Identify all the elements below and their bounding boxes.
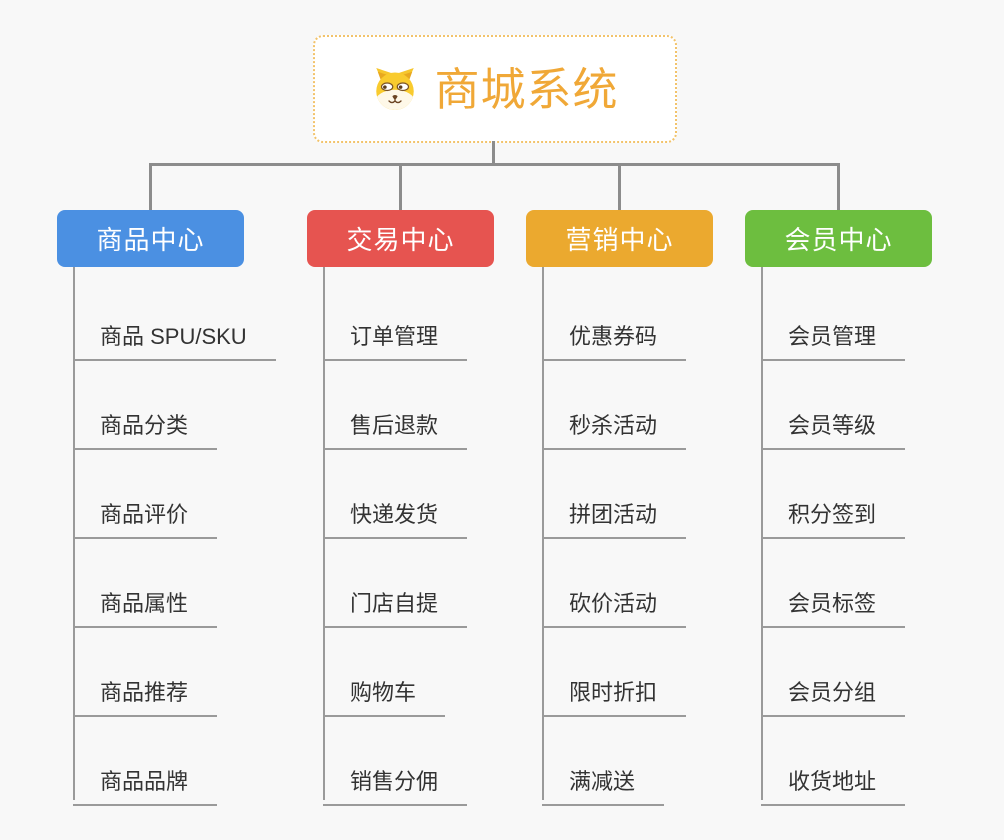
- leaf-node[interactable]: 优惠券码: [542, 303, 687, 361]
- leaf-node[interactable]: 积分签到: [761, 481, 906, 539]
- branch-spine-member: [761, 267, 763, 800]
- leaf-node[interactable]: 门店自提: [323, 570, 468, 628]
- dog-face-icon: [371, 65, 419, 113]
- leaf-node[interactable]: 快递发货: [323, 481, 468, 539]
- connector-drop-trade: [399, 163, 402, 211]
- leaf-node[interactable]: 商品评价: [73, 481, 218, 539]
- leaf-node[interactable]: 收货地址: [761, 748, 906, 806]
- leaf-node[interactable]: 商品属性: [73, 570, 218, 628]
- leaf-node[interactable]: 会员分组: [761, 659, 906, 717]
- leaf-node[interactable]: 商品品牌: [73, 748, 218, 806]
- leaf-node[interactable]: 销售分佣: [323, 748, 468, 806]
- leaf-node[interactable]: 商品推荐: [73, 659, 218, 717]
- connector-root-drop: [492, 141, 495, 164]
- branch-node-product-center[interactable]: 商品中心: [57, 210, 244, 267]
- leaf-node[interactable]: 商品分类: [73, 392, 218, 450]
- leaf-node[interactable]: 订单管理: [323, 303, 468, 361]
- leaf-node[interactable]: 售后退款: [323, 392, 468, 450]
- leaf-node[interactable]: 购物车: [323, 659, 446, 717]
- branch-node-member-center[interactable]: 会员中心: [745, 210, 932, 267]
- root-node-mall-system[interactable]: 商城系统: [313, 35, 677, 143]
- leaf-node[interactable]: 会员标签: [761, 570, 906, 628]
- leaf-node[interactable]: 满减送: [542, 748, 665, 806]
- leaf-node[interactable]: 砍价活动: [542, 570, 687, 628]
- leaf-node[interactable]: 限时折扣: [542, 659, 687, 717]
- leaf-node[interactable]: 商品 SPU/SKU: [73, 303, 276, 361]
- branch-spine-product: [73, 267, 75, 800]
- branch-node-trade-center[interactable]: 交易中心: [307, 210, 494, 267]
- leaf-node[interactable]: 拼团活动: [542, 481, 687, 539]
- connector-drop-member: [837, 163, 840, 211]
- leaf-node[interactable]: 会员等级: [761, 392, 906, 450]
- leaf-node[interactable]: 会员管理: [761, 303, 906, 361]
- branch-spine-marketing: [542, 267, 544, 800]
- connector-drop-product: [149, 163, 152, 211]
- branch-spine-trade: [323, 267, 325, 800]
- root-node-label: 商城系统: [434, 63, 619, 115]
- connector-horizontal: [149, 163, 840, 166]
- connector-drop-marketing: [618, 163, 621, 211]
- branch-node-marketing-center[interactable]: 营销中心: [526, 210, 713, 267]
- leaf-node[interactable]: 秒杀活动: [542, 392, 687, 450]
